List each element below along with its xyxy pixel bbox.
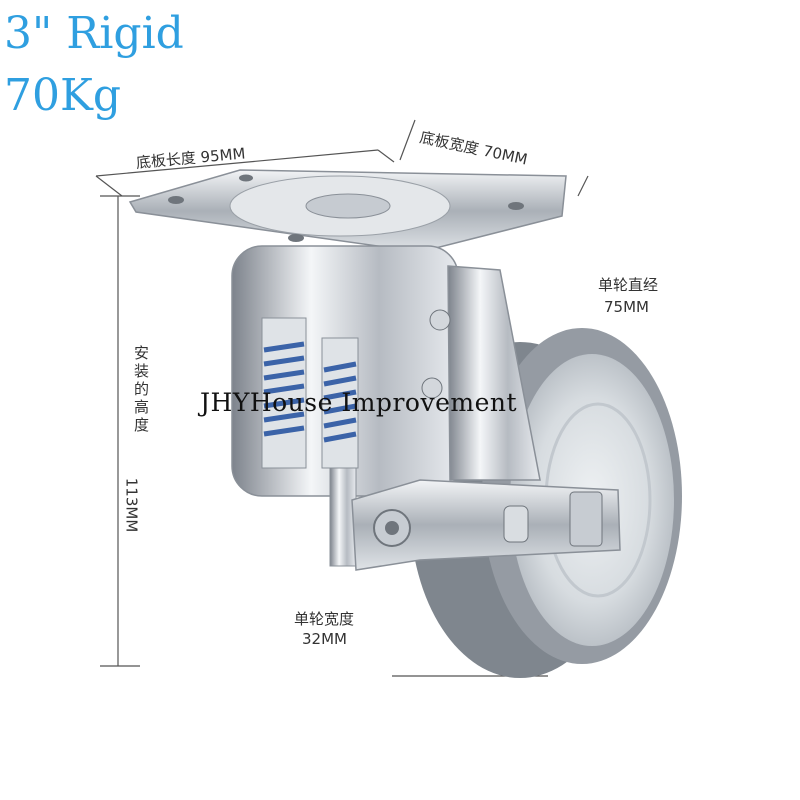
axle-bracket bbox=[351, 309, 621, 571]
install-height-value: 113MM bbox=[122, 477, 141, 533]
load-capacity: 70Kg bbox=[4, 70, 122, 121]
plate-length-tick-right bbox=[377, 149, 395, 163]
wheel-diameter-value: 75MM bbox=[604, 298, 649, 316]
plate-length-line bbox=[95, 149, 379, 177]
plate-width-tick bbox=[577, 175, 589, 197]
wheel-diameter-label: 单轮直经 bbox=[598, 276, 659, 294]
product-title: 3" Rigid bbox=[4, 8, 184, 59]
springs bbox=[261, 317, 359, 469]
wheel-width-label: 单轮宽度 bbox=[294, 610, 355, 628]
plate-length-tick-left bbox=[95, 175, 123, 197]
top-plate bbox=[128, 169, 567, 253]
install-height-label: 安装的高度 bbox=[134, 344, 150, 434]
plate-width-line bbox=[399, 119, 416, 161]
wheel-width-value: 32MM bbox=[302, 630, 347, 648]
watermark-text: JHYHouse Improvement bbox=[200, 388, 518, 417]
